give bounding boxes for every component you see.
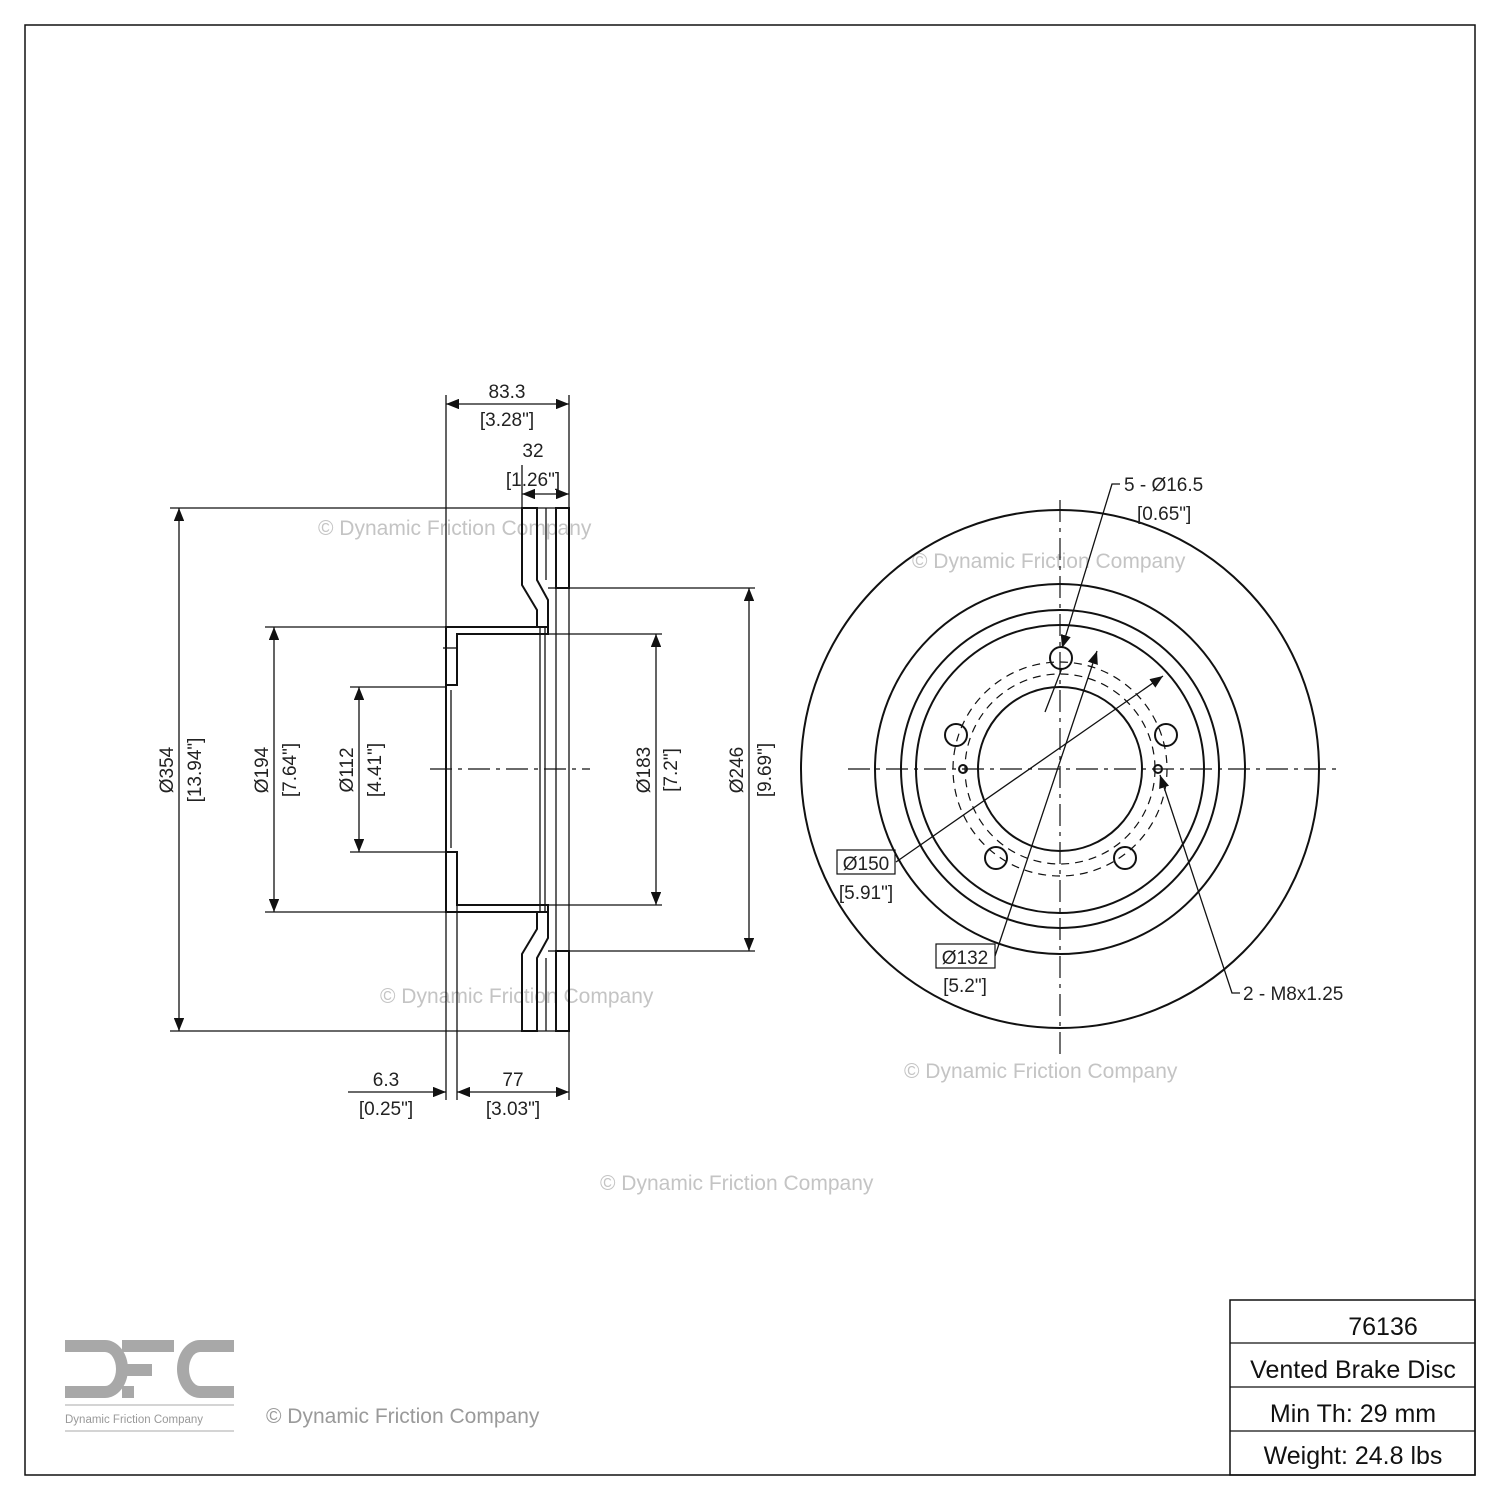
- watermark: © Dynamic Friction Company: [904, 1060, 1178, 1083]
- cross-section-view: [170, 395, 755, 1100]
- center-bore-in: [4.41"]: [365, 743, 386, 797]
- disc-outer-edge: [800, 509, 1320, 1029]
- overall-width-mm: 83.3: [489, 382, 526, 403]
- threaded-holes-label: 2 - M8x1.25: [1243, 984, 1343, 1005]
- dimension-labels: 83.3 [3.28"] 32 [1.26"] Ø354 [13.94"] Ø1…: [157, 382, 776, 1120]
- friction-inner-diameter-mm: Ø246: [727, 747, 748, 793]
- outer-diameter-in: [13.94"]: [185, 738, 206, 803]
- threaded-hole: [1153, 764, 1163, 774]
- bolt-holes: [944, 646, 1178, 870]
- center-bore: [977, 686, 1143, 852]
- bolt-circle: [952, 661, 1168, 877]
- part-number: 76136: [1348, 1313, 1418, 1341]
- min-thickness: Min Th: 29 mm: [1270, 1400, 1436, 1428]
- watermarks: © Dynamic Friction Company © Dynamic Fri…: [318, 517, 1186, 1195]
- hat-height-mm: 77: [502, 1070, 523, 1091]
- front-view-labels: 5 - Ø16.5 [0.65"] Ø150 [5.91"] Ø132 [5.2…: [836, 475, 1343, 1005]
- bolt-circle-mm: Ø150: [843, 854, 889, 875]
- bolt-circle-in: [5.91"]: [839, 883, 893, 904]
- hat-diameter-mm: Ø194: [252, 746, 273, 793]
- flange-thickness-mm: 6.3: [373, 1070, 399, 1091]
- pilot-circle-in: [5.2"]: [943, 976, 987, 997]
- dfc-logo: Dynamic Friction Company: [65, 1340, 234, 1432]
- logo-caption: Dynamic Friction Company: [65, 1414, 203, 1426]
- outer-diameter-mm: Ø354: [157, 746, 178, 793]
- inner-hat-diameter-mm: Ø183: [634, 747, 655, 793]
- threaded-hole: [958, 764, 968, 774]
- bolt-holes-in: [0.65"]: [1137, 504, 1191, 525]
- watermark: © Dynamic Friction Company: [600, 1172, 874, 1195]
- footer-copyright: © Dynamic Friction Company: [266, 1405, 540, 1428]
- watermark: © Dynamic Friction Company: [912, 550, 1186, 573]
- hat-diameter-in: [7.64"]: [280, 743, 301, 797]
- bolt-holes-mm: 5 - Ø16.5: [1124, 475, 1203, 496]
- hat-height-in: [3.03"]: [486, 1099, 540, 1120]
- watermark: © Dynamic Friction Company: [318, 517, 592, 540]
- part-description: Vented Brake Disc: [1250, 1356, 1456, 1384]
- title-block: 76136 Vented Brake Disc Min Th: 29 mm We…: [1229, 1299, 1476, 1476]
- inner-hat-diameter-in: [7.2"]: [661, 748, 682, 792]
- watermark: © Dynamic Friction Company: [380, 985, 654, 1008]
- drawing-border: [24, 24, 1476, 1476]
- overall-width-in: [3.28"]: [480, 410, 534, 431]
- front-view: [800, 483, 1340, 1060]
- weight: Weight: 24.8 lbs: [1264, 1442, 1443, 1470]
- center-bore-mm: Ø112: [337, 747, 358, 792]
- pilot-circle-mm: Ø132: [942, 948, 988, 969]
- disc-thickness-mm: 32: [522, 441, 543, 462]
- friction-inner-diameter-in: [9.69"]: [755, 743, 776, 797]
- flange-thickness-in: [0.25"]: [359, 1099, 413, 1120]
- disc-thickness-in: [1.26"]: [506, 470, 560, 491]
